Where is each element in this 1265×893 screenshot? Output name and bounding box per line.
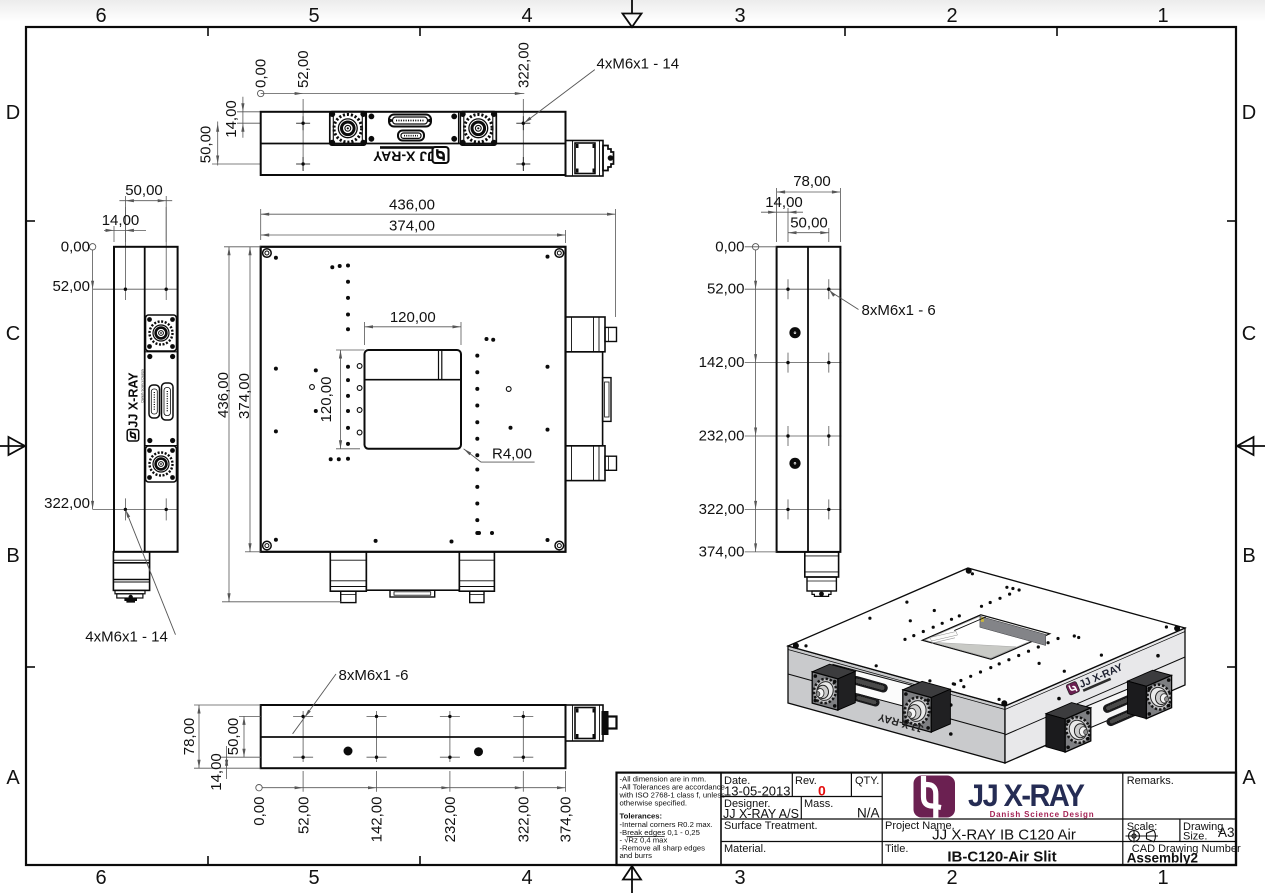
- svg-text:-All Tolerances are accordance: -All Tolerances are accordance: [620, 782, 725, 791]
- svg-text:Designer.: Designer.: [724, 798, 770, 810]
- svg-text:Danish Science Design: Danish Science Design: [990, 810, 1095, 819]
- svg-text:374,00: 374,00: [699, 543, 745, 560]
- svg-text:6: 6: [95, 867, 106, 889]
- svg-text:14,00: 14,00: [102, 212, 140, 229]
- svg-text:52,00: 52,00: [52, 278, 90, 295]
- svg-text:Remarks.: Remarks.: [1127, 775, 1174, 787]
- svg-text:142,00: 142,00: [369, 797, 386, 843]
- svg-text:Mass.: Mass.: [804, 798, 833, 810]
- svg-text:6: 6: [95, 5, 106, 27]
- svg-text:-Internal corners R0.2 max.: -Internal corners R0.2 max.: [620, 820, 713, 829]
- svg-text:C: C: [1242, 323, 1256, 345]
- svg-text:4xM6x1 - 14: 4xM6x1 - 14: [85, 629, 168, 646]
- svg-text:50,00: 50,00: [790, 215, 828, 232]
- svg-text:1: 1: [1157, 867, 1168, 889]
- svg-text:JJ X-RAY: JJ X-RAY: [968, 778, 1086, 814]
- svg-text:Size.: Size.: [1183, 831, 1207, 843]
- svg-text:A: A: [1242, 767, 1256, 789]
- svg-text:3: 3: [734, 867, 745, 889]
- svg-text:78,00: 78,00: [793, 173, 831, 190]
- svg-text:52,00: 52,00: [295, 797, 312, 835]
- svg-text:436,00: 436,00: [215, 372, 232, 418]
- svg-text:142,00: 142,00: [699, 354, 745, 371]
- svg-text:-Break edges 0,1 - 0,25: -Break edges 0,1 - 0,25: [620, 828, 700, 837]
- svg-text:Danish Science Design: Danish Science Design: [141, 369, 145, 402]
- svg-text:N/A: N/A: [857, 806, 880, 821]
- svg-text:Date.: Date.: [724, 775, 750, 787]
- svg-text:with ISO 2768-1 class f, unles: with ISO 2768-1 class f, unless: [619, 790, 726, 799]
- svg-text:B: B: [6, 545, 19, 567]
- svg-text:52,00: 52,00: [295, 50, 312, 88]
- svg-text:0,00: 0,00: [251, 797, 268, 826]
- svg-text:5: 5: [308, 5, 319, 27]
- svg-text:otherwise specified.: otherwise specified.: [620, 798, 688, 807]
- svg-text:- √Rz 0,4 max: - √Rz 0,4 max: [620, 836, 668, 845]
- svg-text:IB-C120-Air Slit: IB-C120-Air Slit: [947, 849, 1056, 866]
- svg-text:232,00: 232,00: [442, 797, 459, 843]
- svg-text:JJ X-RAY IB C120 Air: JJ X-RAY IB C120 Air: [932, 827, 1076, 844]
- svg-text:3: 3: [734, 5, 745, 27]
- svg-text:QTY.: QTY.: [855, 775, 879, 787]
- svg-text:52,00: 52,00: [707, 281, 745, 298]
- svg-text:A: A: [6, 767, 20, 789]
- svg-text:14,00: 14,00: [223, 100, 240, 138]
- svg-text:436,00: 436,00: [389, 197, 435, 214]
- svg-text:2: 2: [946, 867, 957, 889]
- svg-text:Project Name.: Project Name.: [885, 820, 955, 832]
- svg-text:232,00: 232,00: [699, 428, 745, 445]
- svg-text:Title.: Title.: [885, 843, 908, 855]
- svg-text:Rev.: Rev.: [795, 775, 817, 787]
- svg-text:JJ X-RAY: JJ X-RAY: [372, 149, 434, 165]
- svg-text:0: 0: [818, 783, 826, 799]
- svg-text:120,00: 120,00: [390, 309, 436, 326]
- svg-text:78,00: 78,00: [181, 718, 198, 756]
- svg-text:Tolerances:: Tolerances:: [620, 811, 663, 820]
- svg-text:-All dimension are in mm.: -All dimension are in mm.: [620, 774, 707, 783]
- svg-text:0,00: 0,00: [715, 238, 744, 255]
- svg-text:0,00: 0,00: [253, 59, 270, 88]
- svg-text:50,00: 50,00: [197, 126, 214, 164]
- svg-text:JJ X-RAY A/S: JJ X-RAY A/S: [723, 807, 799, 821]
- svg-text:A3: A3: [1218, 825, 1235, 840]
- svg-text:Drawing: Drawing: [1183, 821, 1223, 833]
- svg-text:Surface Treatment.: Surface Treatment.: [724, 820, 818, 832]
- svg-text:322,00: 322,00: [515, 42, 532, 88]
- svg-text:C: C: [6, 323, 20, 345]
- svg-text:CAD Drawing Number: CAD Drawing Number: [1132, 843, 1241, 855]
- svg-text:D: D: [6, 102, 20, 124]
- svg-text:322,00: 322,00: [699, 501, 745, 518]
- svg-text:2: 2: [946, 5, 957, 27]
- svg-text:374,00: 374,00: [558, 797, 575, 843]
- svg-text:374,00: 374,00: [236, 373, 253, 419]
- svg-text:Assembly2: Assembly2: [1127, 851, 1198, 866]
- svg-text:0,00: 0,00: [61, 239, 90, 256]
- svg-text:R4,00: R4,00: [492, 446, 532, 463]
- svg-text:120,00: 120,00: [318, 377, 335, 423]
- svg-text:-Remove all sharp edges: -Remove all sharp edges: [620, 843, 706, 852]
- svg-text:13-05-2013: 13-05-2013: [724, 784, 791, 799]
- svg-text:1: 1: [1157, 5, 1168, 27]
- svg-text:14,00: 14,00: [208, 753, 225, 791]
- svg-text:50,00: 50,00: [225, 718, 242, 756]
- svg-text:322,00: 322,00: [44, 495, 90, 512]
- svg-text:374,00: 374,00: [389, 217, 435, 234]
- svg-text:JJ X-RAY: JJ X-RAY: [127, 372, 141, 428]
- svg-text:14,00: 14,00: [765, 194, 803, 211]
- svg-text:4xM6x1 - 14: 4xM6x1 - 14: [597, 56, 680, 73]
- svg-text:B: B: [1242, 545, 1255, 567]
- svg-text:4: 4: [521, 5, 532, 27]
- svg-text:5: 5: [308, 867, 319, 889]
- svg-text:8xM6x1 -6: 8xM6x1 -6: [339, 667, 409, 684]
- svg-text:322,00: 322,00: [516, 797, 533, 843]
- svg-text:Material.: Material.: [724, 843, 766, 855]
- svg-text:D: D: [1242, 102, 1256, 124]
- svg-text:4: 4: [521, 867, 532, 889]
- svg-text:8xM6x1 - 6: 8xM6x1 - 6: [862, 302, 936, 319]
- svg-text:50,00: 50,00: [125, 182, 163, 199]
- svg-text:and burrs: and burrs: [620, 851, 653, 860]
